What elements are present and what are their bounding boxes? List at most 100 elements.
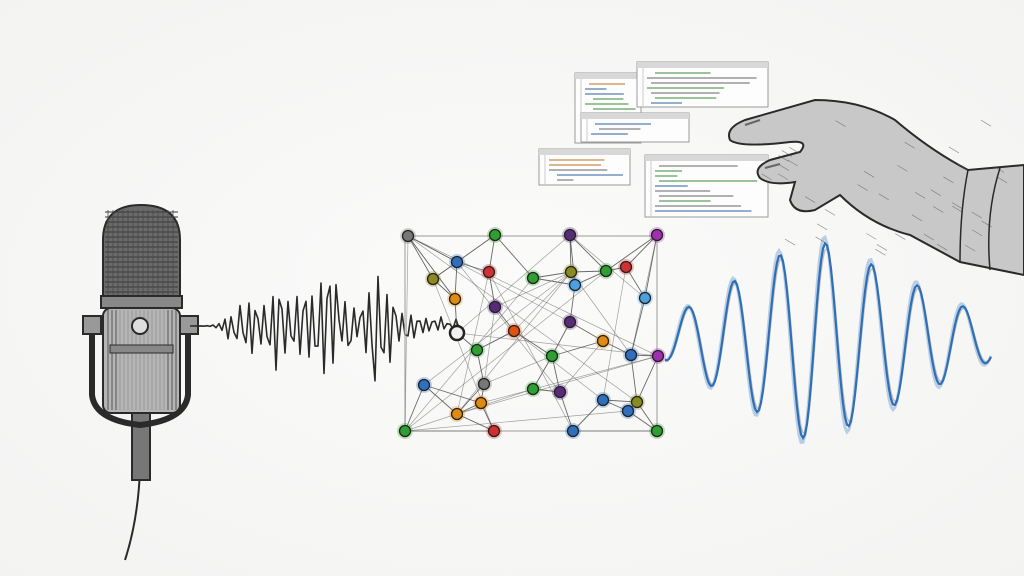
hatch bbox=[875, 248, 886, 256]
sine-echo bbox=[664, 247, 992, 434]
network-node bbox=[477, 377, 491, 391]
network-edge bbox=[532, 271, 572, 279]
hatch bbox=[878, 193, 889, 201]
network-node bbox=[651, 349, 665, 363]
fingernail bbox=[744, 119, 781, 169]
code-window bbox=[580, 112, 690, 143]
mic-stem bbox=[131, 409, 151, 481]
network-edge bbox=[404, 410, 629, 432]
network-edge bbox=[559, 340, 604, 393]
network-edge bbox=[407, 235, 456, 300]
network-edge bbox=[551, 321, 571, 357]
hatch bbox=[923, 233, 935, 241]
network-edge bbox=[423, 384, 482, 404]
network-edge bbox=[630, 297, 646, 356]
code-window bbox=[538, 148, 631, 186]
window-titlebar bbox=[645, 155, 768, 161]
hatch bbox=[904, 141, 915, 149]
hatch bbox=[866, 233, 877, 240]
hatch bbox=[948, 146, 960, 154]
hatch bbox=[897, 164, 908, 172]
hatch bbox=[996, 176, 1008, 184]
hatch bbox=[781, 150, 793, 157]
network-edge bbox=[423, 384, 458, 415]
network-node bbox=[450, 407, 464, 421]
network-node bbox=[487, 424, 501, 438]
hatch bbox=[951, 202, 963, 209]
network-edge bbox=[488, 234, 496, 273]
network-node bbox=[553, 385, 567, 399]
network-node bbox=[650, 424, 664, 438]
network-node bbox=[563, 228, 577, 242]
neural-network-graph bbox=[397, 227, 666, 439]
network-edge bbox=[480, 355, 659, 404]
code-window bbox=[644, 154, 769, 218]
network-edge bbox=[569, 284, 576, 323]
network-node bbox=[398, 424, 412, 438]
hatch bbox=[972, 229, 983, 237]
network-edge bbox=[513, 330, 553, 357]
window-frame bbox=[636, 61, 769, 108]
network-node bbox=[426, 272, 440, 286]
hatch bbox=[980, 119, 992, 127]
waveform-line bbox=[190, 275, 460, 382]
network-node bbox=[417, 378, 431, 392]
network-edge bbox=[456, 271, 490, 415]
network-edge bbox=[513, 330, 604, 401]
network-edge bbox=[605, 234, 658, 272]
network-node bbox=[596, 393, 610, 407]
hatch bbox=[835, 120, 846, 127]
audio-waveform bbox=[190, 275, 460, 382]
network-node bbox=[450, 255, 464, 269]
network-edge bbox=[404, 270, 607, 432]
sine-line bbox=[664, 241, 992, 441]
network-edge bbox=[636, 355, 659, 403]
hatch bbox=[761, 173, 772, 181]
network-edge bbox=[602, 266, 627, 401]
window-titlebar bbox=[575, 73, 641, 79]
mic-knob-left bbox=[82, 315, 102, 335]
network-edge bbox=[625, 234, 658, 268]
hatch bbox=[778, 155, 789, 162]
network-node bbox=[599, 264, 613, 278]
network-edge bbox=[456, 383, 485, 415]
network-edge bbox=[483, 306, 496, 385]
network-edge bbox=[494, 271, 572, 308]
network-node bbox=[401, 229, 415, 243]
hatch bbox=[787, 159, 799, 167]
network-node bbox=[568, 278, 582, 292]
network-node bbox=[448, 324, 466, 342]
network-edge bbox=[551, 340, 604, 357]
network-edge bbox=[572, 399, 604, 432]
network-node bbox=[624, 348, 638, 362]
hatch bbox=[933, 206, 944, 213]
network-node bbox=[621, 404, 635, 418]
hand-shape bbox=[728, 98, 1024, 277]
network-frame bbox=[404, 235, 658, 432]
mic-ring bbox=[100, 295, 183, 309]
network-edge bbox=[404, 235, 409, 432]
sine-echo bbox=[664, 234, 993, 444]
network-edge bbox=[404, 384, 425, 432]
code-windows bbox=[538, 61, 769, 218]
hatch bbox=[863, 171, 875, 178]
network-edge bbox=[407, 235, 638, 403]
hatch bbox=[930, 189, 941, 196]
network-node bbox=[448, 292, 462, 306]
network-edge bbox=[404, 277, 534, 432]
network-edge bbox=[404, 388, 534, 432]
network-node bbox=[488, 300, 502, 314]
network-edge bbox=[532, 277, 576, 286]
network-edge bbox=[456, 355, 659, 415]
network-edge bbox=[559, 391, 574, 432]
microphone-icon bbox=[82, 203, 199, 561]
network-edge bbox=[569, 234, 607, 272]
network-edge bbox=[456, 234, 571, 334]
window-titlebar bbox=[539, 149, 630, 155]
mic-badge bbox=[131, 317, 149, 335]
network-node bbox=[474, 396, 488, 410]
network-node bbox=[545, 349, 559, 363]
network-edge bbox=[454, 261, 458, 300]
network-edge bbox=[494, 234, 534, 279]
